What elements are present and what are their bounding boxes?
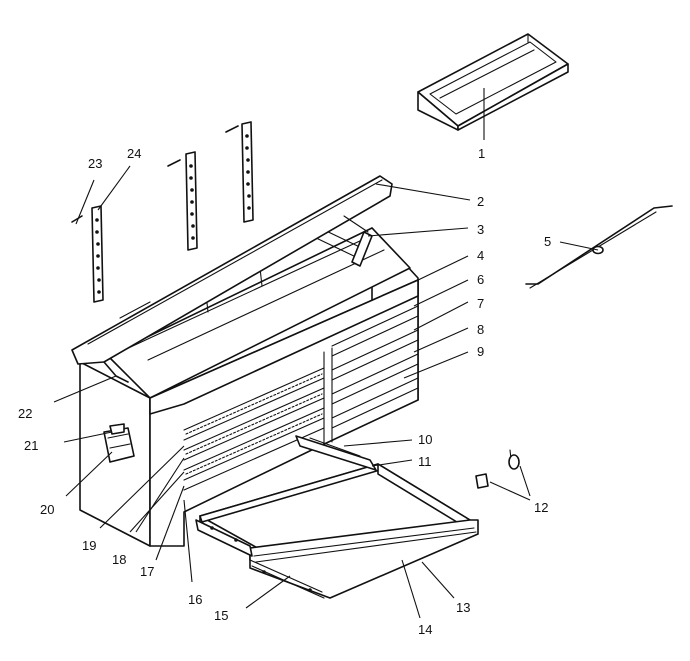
callout-19: 19 [82,538,96,553]
callout-1: 1 [478,146,485,161]
callout-9: 9 [477,344,484,359]
callout-15: 15 [214,608,228,623]
part-lid [71,175,393,383]
callout-12: 12 [534,500,548,515]
callout-17: 17 [140,564,154,579]
part-tray [417,33,569,131]
callout-24: 24 [127,146,141,161]
callout-14: 14 [418,622,432,637]
part-chest-body [79,227,419,547]
callout-2: 2 [477,194,484,209]
callout-23: 23 [88,156,102,171]
callout-8: 8 [477,322,484,337]
leader-lines [53,88,599,619]
callout-4: 4 [477,248,484,263]
callout-labels: 1 2 3 4 5 6 7 8 9 10 11 12 13 14 15 16 1… [18,146,551,637]
callout-5: 5 [544,234,551,249]
callout-10: 10 [418,432,432,447]
callout-3: 3 [477,222,484,237]
callout-11: 11 [418,454,432,469]
part-open-drawer [195,435,479,599]
callout-16: 16 [188,592,202,607]
callout-6: 6 [477,272,484,287]
part-bolts [475,449,520,489]
callout-20: 20 [40,502,54,517]
callout-18: 18 [112,552,126,567]
callout-21: 21 [24,438,38,453]
callout-22: 22 [18,406,32,421]
callout-7: 7 [477,296,484,311]
part-bracket-strips [71,121,254,303]
callout-13: 13 [456,600,470,615]
